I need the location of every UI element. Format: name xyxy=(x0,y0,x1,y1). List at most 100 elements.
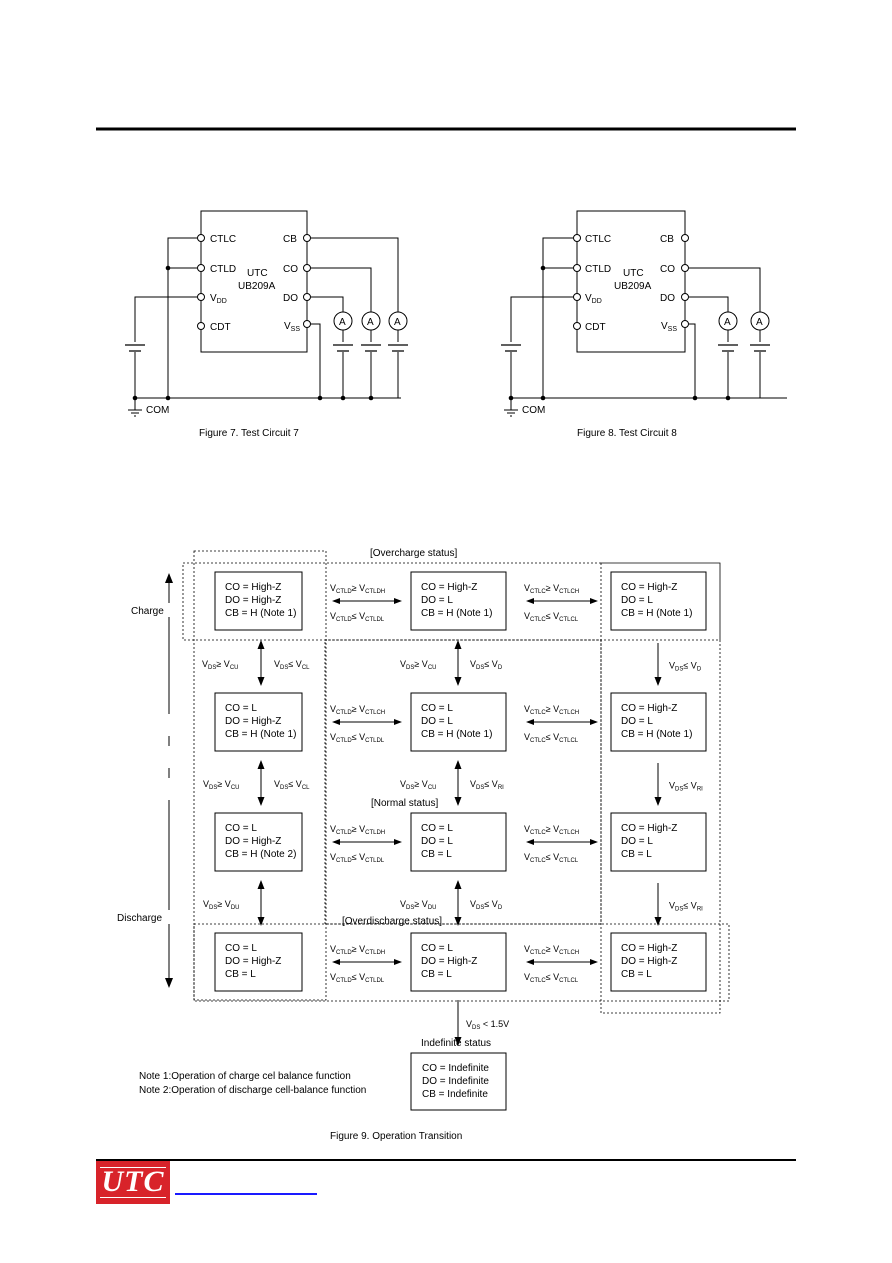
pin-cdt xyxy=(197,322,205,330)
transition-c2_23: VDS≥ VCU VDS≤ VRI xyxy=(400,760,504,806)
state-box-line: DO = High-Z xyxy=(225,956,281,967)
normal-region xyxy=(324,639,602,925)
state-box-line: CO = L xyxy=(225,823,257,834)
pin-vdd xyxy=(573,293,581,301)
state-box-line: DO = L xyxy=(421,716,453,727)
transition-c3_23: VDS≤ VRI xyxy=(654,763,703,806)
pin-label-cb: CB xyxy=(660,234,674,245)
state-box-line: CO = L xyxy=(421,703,453,714)
transition-c1_34: VDS≥ VDU xyxy=(203,880,265,926)
state-box-line: CB = L xyxy=(621,849,652,860)
state-box-line: CB = H (Note 1) xyxy=(225,608,296,619)
state-box-line: CO = L xyxy=(225,943,257,954)
arrowhead xyxy=(257,917,265,926)
condition-right: VDS≤ VCL xyxy=(274,659,310,671)
pin-co xyxy=(303,264,311,272)
condition-lower: VCTLC≤ VCTLCL xyxy=(524,611,579,623)
arrowhead xyxy=(394,959,402,965)
condition-right: VDS≤ VRI xyxy=(470,779,504,791)
note-2: Note 2:Operation of discharge cell-balan… xyxy=(139,1085,366,1096)
ic-body xyxy=(200,210,308,353)
state-box-line: CB = L xyxy=(421,849,452,860)
arrowhead xyxy=(454,880,462,889)
ground-symbol xyxy=(504,409,518,417)
condition-upper: VCTLD≥ VCTLDH xyxy=(330,824,385,836)
ic-body xyxy=(576,210,686,353)
state-box-line: CB = L xyxy=(621,969,652,980)
website-link[interactable] xyxy=(175,1193,317,1195)
ammeter-2 xyxy=(361,311,381,331)
state-box-line: CO = High-Z xyxy=(225,582,281,593)
ammeter-label: A xyxy=(394,317,401,328)
state-box-line: DO = High-Z xyxy=(225,836,281,847)
ammeter-3 xyxy=(388,311,408,331)
state-box-line: DO = L xyxy=(621,836,653,847)
chip-name: UTC xyxy=(247,268,268,279)
transition-c2_45: VDS < 1.5V xyxy=(454,1000,509,1046)
state-box-line: CO = Indefinite xyxy=(422,1063,489,1074)
condition-lower: VCTLD≤ VCTLDL xyxy=(330,611,385,623)
state-box-line: CO = High-Z xyxy=(621,823,677,834)
arrowhead xyxy=(332,719,340,725)
pin-vdd xyxy=(197,293,205,301)
discharge-label: Discharge xyxy=(117,913,162,924)
transition-c3_34: VDS≤ VRI xyxy=(654,883,703,926)
condition-lower: VCTLD≤ VCTLDL xyxy=(330,972,385,984)
arrowhead xyxy=(454,677,462,686)
arrowhead xyxy=(394,598,402,604)
pin-label-ctld: CTLD xyxy=(210,264,236,275)
state-box-line: CO = High-Z xyxy=(421,582,477,593)
arrowhead xyxy=(332,598,340,604)
pin-cdt xyxy=(573,322,581,330)
pin-label-vss: VSS xyxy=(661,321,677,333)
wire xyxy=(510,237,787,410)
arrowhead xyxy=(454,797,462,806)
state-box-r3c3: CO = High-Z DO = L CB = L xyxy=(610,812,707,872)
pin-label-cdt: CDT xyxy=(210,322,231,333)
pin-label-do: DO xyxy=(660,293,675,304)
pin-label-ctlc: CTLC xyxy=(210,234,236,245)
state-box-line: CB = L xyxy=(225,969,256,980)
condition-upper: VCTLD≥ VCTLCH xyxy=(330,704,385,716)
state-box-r3c2: CO = LDO = LCB = L xyxy=(410,812,507,872)
state-box-r1c2: CO = High-ZDO = LCB = H (Note 1) xyxy=(410,571,507,631)
state-box-r1c3: CO = High-ZDO = LCB = H (Note 1) xyxy=(610,571,707,631)
condition-upper: VCTLC≥ VCTLCH xyxy=(524,944,579,956)
state-box-r4c1: CO = L DO = High-Z CB = L xyxy=(214,932,303,992)
pin-label-cb: CB xyxy=(283,234,297,245)
chip-part: UB209A xyxy=(238,281,276,292)
transition-r1b: VCTLC≥ VCTLCH VCTLC≤ VCTLCL xyxy=(524,583,598,623)
condition-upper: VCTLC≥ VCTLCH xyxy=(524,583,579,595)
ammeter-1 xyxy=(718,311,738,331)
figure-caption: Figure 8. Test Circuit 8 xyxy=(577,428,677,439)
overcharge-region xyxy=(182,562,721,641)
arrowhead xyxy=(332,839,340,845)
state-box-r1c1: CO = High-ZDO = High-ZCB = H (Note 1) xyxy=(214,571,303,631)
condition: VDS < 1.5V xyxy=(466,1019,509,1031)
arrowhead xyxy=(454,640,462,649)
condition-lower: VCTLD≤ VCTLDL xyxy=(330,732,385,744)
condition-left: VDS≥ VCU xyxy=(400,779,436,791)
ammeter-label: A xyxy=(756,317,763,328)
state-box-line: CB = H (Note 1) xyxy=(621,608,692,619)
state-box-line: DO = L xyxy=(621,716,653,727)
chip-part: UB209A xyxy=(614,281,652,292)
pin-vss xyxy=(303,320,311,328)
condition-left: VDS≥ VCU xyxy=(400,659,436,671)
transition-c3_12: VDS≤ VD xyxy=(654,643,702,686)
arrowhead xyxy=(257,760,265,769)
note-1: Note 1:Operation of charge cel balance f… xyxy=(139,1071,351,1082)
arrowhead xyxy=(590,719,598,725)
chip-name: UTC xyxy=(623,268,644,279)
state-box-frame xyxy=(410,1052,507,1111)
state-box-frame xyxy=(410,692,507,752)
state-boxes: CO = High-ZDO = High-ZCB = H (Note 1)CO … xyxy=(214,571,707,1111)
arrowhead xyxy=(454,760,462,769)
state-box-r3c1: CO = LDO = High-ZCB = H (Note 2) xyxy=(214,812,303,872)
arrowhead xyxy=(526,959,534,965)
